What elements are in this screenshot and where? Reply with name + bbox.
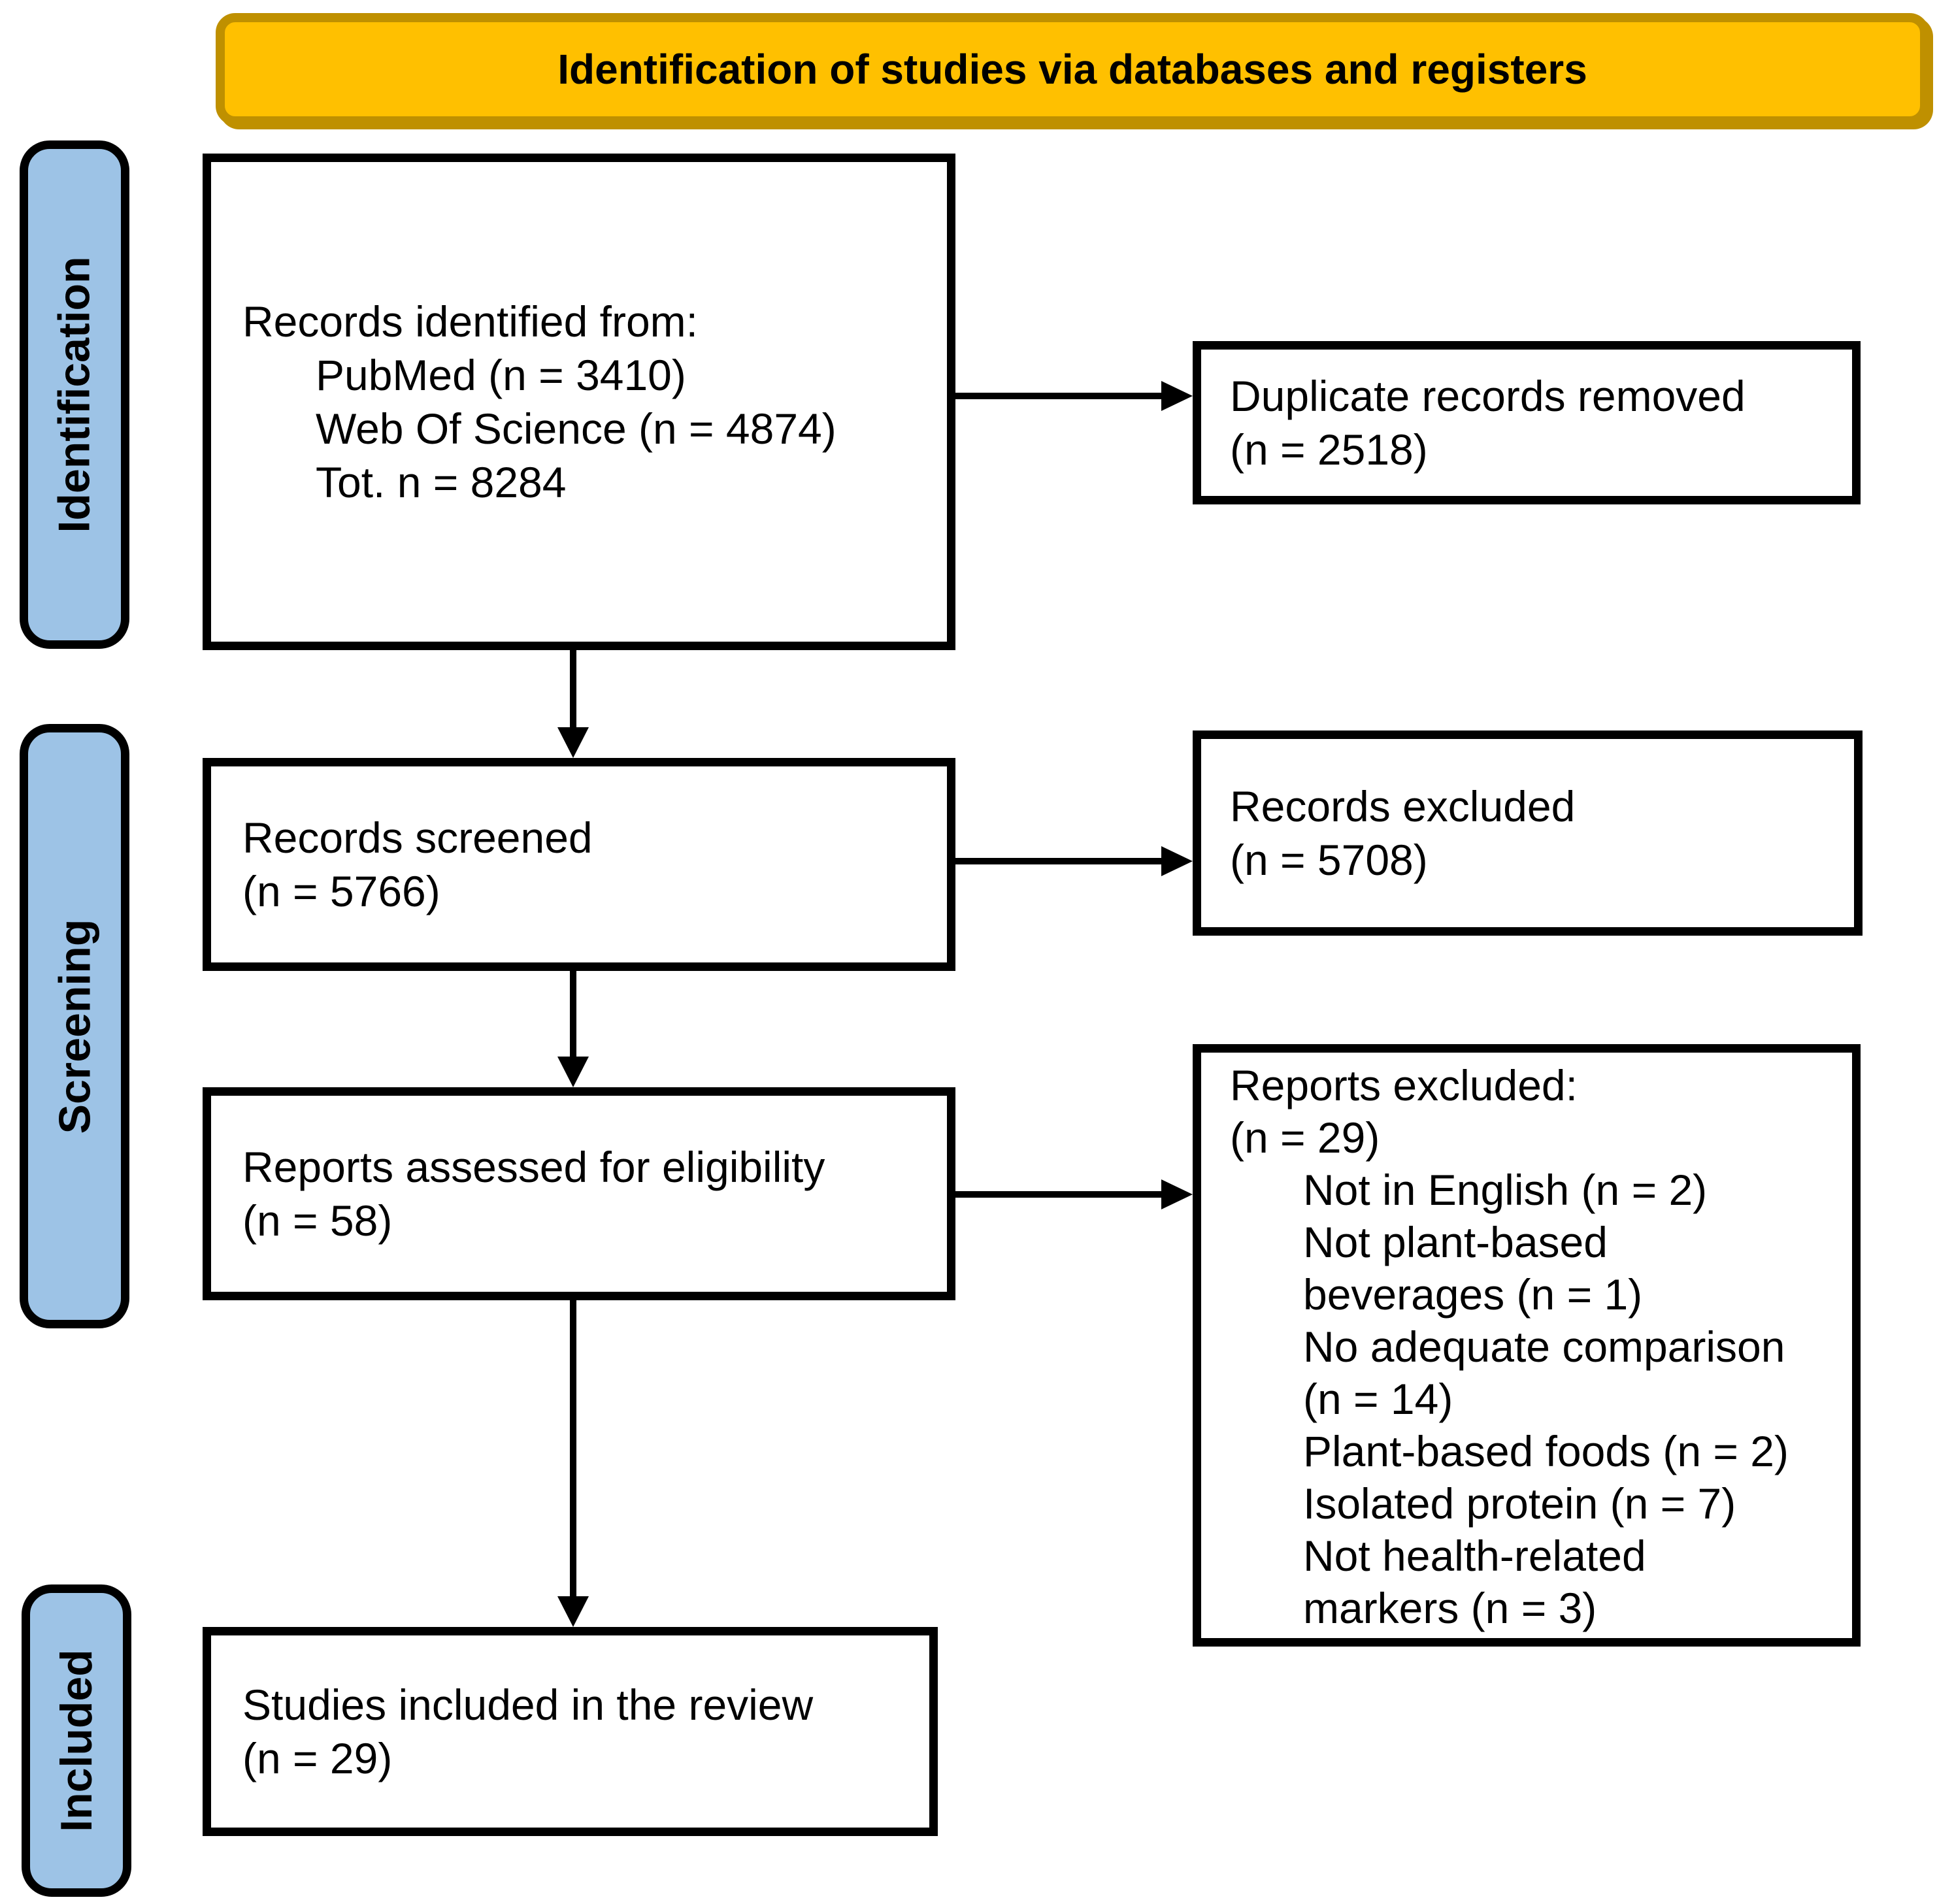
exclusion-reason-not-health-related: Not health-related markers (n = 3) <box>1303 1532 1646 1632</box>
reports-excluded-count: (n = 29) <box>1230 1113 1380 1162</box>
arrow-identified-to-screened-line <box>570 650 576 727</box>
arrow-assessed-to-included-line <box>570 1300 576 1596</box>
exclusion-reason-no-adequate-comparison: No adequate comparison (n = 14) <box>1303 1322 1785 1423</box>
reports-assessed-label: Reports assessed for eligibility <box>242 1143 825 1191</box>
arrow-identified-to-duplicates-head <box>1161 381 1193 411</box>
arrow-assessed-to-reports-excluded-line <box>955 1191 1161 1198</box>
exclusion-reason-plant-based-foods: Plant-based foods (n = 2) <box>1303 1427 1789 1475</box>
stage-label-included: Included <box>22 1584 131 1897</box>
box-records-screened: Records screened (n = 5766) <box>203 758 955 971</box>
stage-label-screening: Screening <box>20 724 129 1328</box>
arrow-screened-to-assessed-line <box>570 971 576 1057</box>
studies-included-count: (n = 29) <box>242 1734 393 1782</box>
studies-included-label: Studies included in the review <box>242 1681 814 1729</box>
stage-label-screening-text: Screening <box>50 919 99 1134</box>
box-reports-assessed: Reports assessed for eligibility (n = 58… <box>203 1087 955 1300</box>
arrow-screened-to-assessed-head <box>557 1057 589 1087</box>
diagram-title: Identification of studies via databases … <box>557 46 1587 93</box>
exclusion-reason-not-english: Not in English (n = 2) <box>1303 1166 1708 1214</box>
records-screened-count: (n = 5766) <box>242 867 440 915</box>
reports-excluded-label: Reports excluded: <box>1230 1061 1578 1109</box>
arrow-assessed-to-reports-excluded-head <box>1161 1179 1193 1209</box>
records-identified-source-wos: Web Of Science (n = 4874) <box>316 404 836 453</box>
duplicates-removed-label: Duplicate records removed <box>1230 372 1746 420</box>
records-identified-total: Tot. n = 8284 <box>316 458 567 506</box>
exclusion-reason-isolated-protein: Isolated protein (n = 7) <box>1303 1479 1736 1528</box>
arrow-screened-to-excluded-head <box>1161 846 1193 876</box>
exclusion-reason-not-plant-based-beverages: Not plant-based beverages (n = 1) <box>1303 1218 1643 1319</box>
records-identified-intro: Records identified from: <box>242 297 698 346</box>
box-reports-excluded: Reports excluded: (n = 29) Not in Englis… <box>1193 1044 1861 1647</box>
arrow-assessed-to-included-head <box>557 1596 589 1627</box>
records-screened-label: Records screened <box>242 813 593 862</box>
arrow-screened-to-excluded-line <box>955 858 1161 864</box>
stage-label-identification-text: Identification <box>50 256 100 533</box>
box-duplicates-removed: Duplicate records removed (n = 2518) <box>1193 341 1861 504</box>
duplicates-removed-count: (n = 2518) <box>1230 425 1428 474</box>
records-excluded-label: Records excluded <box>1230 782 1576 830</box>
box-studies-included: Studies included in the review (n = 29) <box>203 1627 938 1836</box>
title-banner: Identification of studies via databases … <box>216 13 1929 125</box>
records-identified-source-pubmed: PubMed (n = 3410) <box>316 351 686 399</box>
records-excluded-count: (n = 5708) <box>1230 836 1428 884</box>
arrow-identified-to-screened-head <box>557 727 589 758</box>
arrow-identified-to-duplicates-line <box>955 393 1161 399</box>
box-records-excluded: Records excluded (n = 5708) <box>1193 730 1863 936</box>
reports-assessed-count: (n = 58) <box>242 1196 393 1245</box>
stage-label-identification: Identification <box>20 140 129 649</box>
box-records-identified: Records identified from: PubMed (n = 341… <box>203 154 955 650</box>
stage-label-included-text: Included <box>52 1649 102 1832</box>
